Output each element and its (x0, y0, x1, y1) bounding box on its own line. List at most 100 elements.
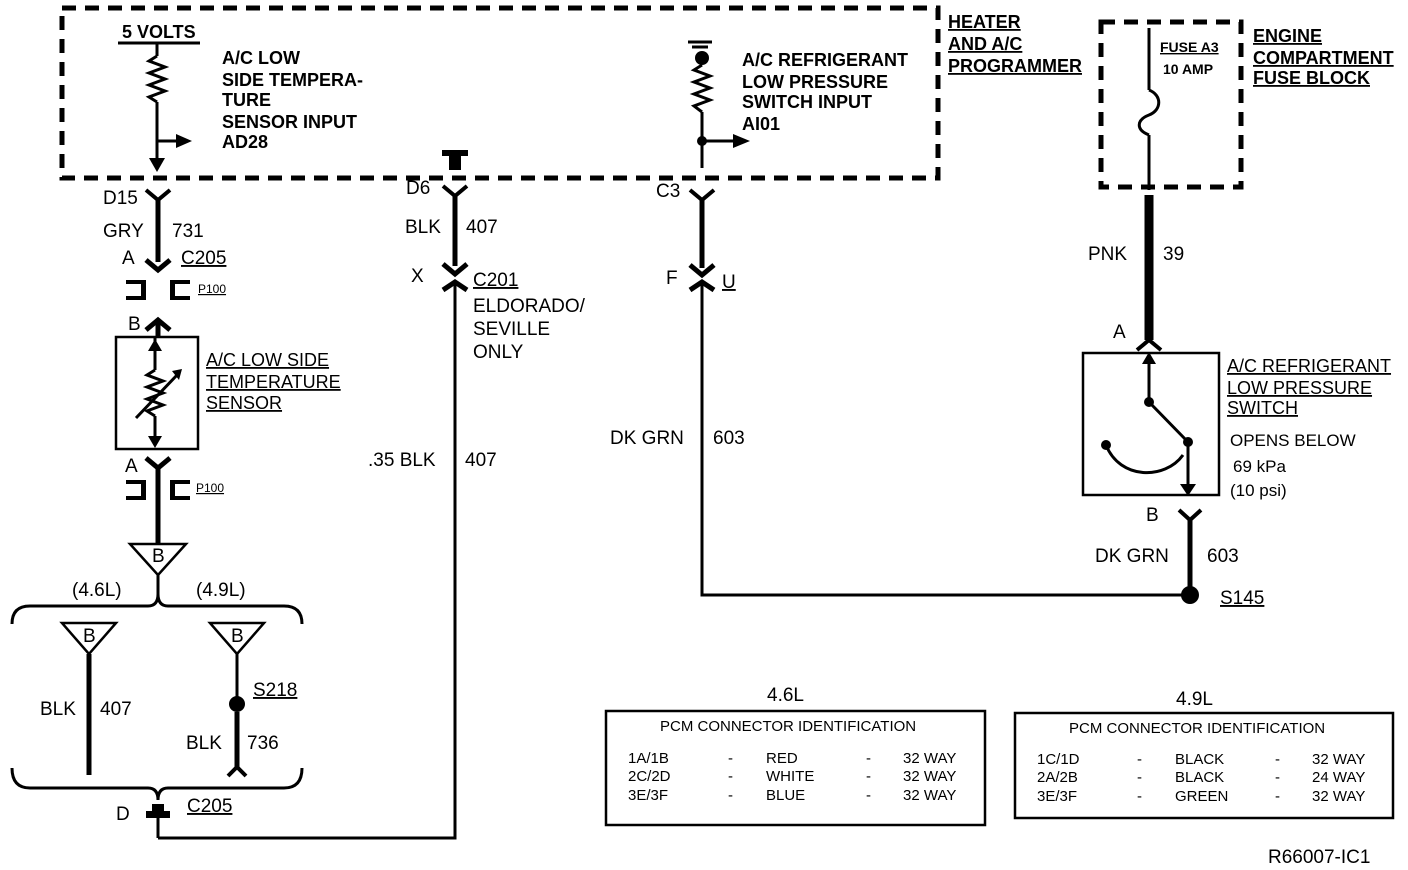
sensor-arrow-top (148, 339, 162, 351)
pressure-node-top (695, 51, 709, 65)
table-cell: - (866, 787, 871, 804)
temp-input-1: A/C LOW (222, 48, 300, 68)
splice-s145-label: S145 (1220, 588, 1264, 609)
switch-note-1: OPENS BELOW (1230, 431, 1356, 450)
table-cell: 3E/3F (1037, 788, 1077, 805)
d6-pin-label: D6 (406, 178, 430, 199)
table-cell: - (1137, 751, 1142, 768)
d15-connector (144, 188, 172, 203)
p100b-label: P100 (196, 481, 224, 495)
fuse-block-outline (1098, 19, 1244, 190)
table-4-9-row: 2A/2B - BLACK - 24 WAY (1037, 769, 1365, 786)
fuse-rating: 10 AMP (1163, 61, 1213, 77)
blk-lower-color: .35 BLK (368, 450, 436, 471)
sensor-pin-a: A (125, 456, 138, 477)
d6-wire-color: BLK (405, 217, 441, 238)
fuse-block-title-1: ENGINE (1253, 26, 1322, 46)
table-cell: - (728, 750, 733, 767)
switch-lead-bottom-arrow (1180, 484, 1196, 496)
c205-label: C205 (181, 248, 226, 269)
temp-input-arrow (176, 134, 192, 148)
switch-wire-color: DK GRN (1095, 546, 1169, 567)
table-4-6-row: 2C/2D - WHITE - 32 WAY (628, 768, 956, 785)
table-4-6-header: PCM CONNECTOR IDENTIFICATION (660, 718, 916, 735)
c205-pin-b: B (128, 314, 141, 335)
pressure-input-1: A/C REFRIGERANT (742, 50, 908, 70)
table-cell: RED (766, 750, 798, 767)
d6-wire-circuit: 407 (466, 217, 498, 238)
table-4-9-box (1013, 711, 1395, 820)
pullup-arrow (149, 158, 165, 172)
c205-d-connector (146, 804, 170, 818)
variant-brace-bottom (10, 767, 304, 801)
switch-wire-circuit: 603 (1207, 546, 1239, 567)
wire-pnk-color: PNK (1088, 244, 1127, 265)
right-wire-color: BLK (186, 733, 222, 754)
pressure-input-arrow (733, 134, 750, 148)
f-connector-top (688, 263, 716, 279)
temp-input-5: AD28 (222, 132, 268, 152)
table-cell: 24 WAY (1312, 769, 1365, 786)
programmer-title-3: PROGRAMMER (948, 56, 1082, 76)
fuse-element (1137, 88, 1161, 137)
temp-input-3: TURE (222, 90, 271, 110)
right-wire-circuit: 736 (247, 733, 279, 754)
fuse-block-title-3: FUSE BLOCK (1253, 68, 1370, 88)
pressure-input-3: SWITCH INPUT (742, 92, 872, 112)
wire-blk-407 (158, 284, 457, 840)
switch-connector-b (1177, 508, 1203, 523)
sensor-variable-arrow (134, 372, 180, 420)
switch-name-2: LOW PRESSURE (1227, 378, 1372, 398)
pressure-input-4: AI01 (742, 114, 780, 134)
dkgrn-circuit-label: 603 (713, 428, 745, 449)
f-connector-bottom (688, 278, 716, 293)
blk-lower-circuit: 407 (465, 450, 497, 471)
table-cell: BLUE (766, 787, 805, 804)
switch-blade (1147, 400, 1190, 444)
table-cell: - (1275, 788, 1280, 805)
table-cell: 1A/1B (628, 750, 669, 767)
ground-triangle-left-label: B (83, 626, 96, 647)
c201-label: C201 (473, 270, 518, 291)
x-pin-label: X (411, 266, 424, 287)
middle-ground-plate (442, 150, 468, 156)
f-pin-label: F (666, 268, 678, 289)
c201-note-2: SEVILLE (473, 319, 550, 340)
supply-label: 5 VOLTS (122, 22, 196, 42)
splice-s145 (1181, 586, 1199, 604)
sensor-resistor (142, 368, 168, 418)
p100-left-bracket (126, 280, 146, 300)
table-cell: - (1137, 788, 1142, 805)
table-cell: 3E/3F (628, 787, 668, 804)
table-4-6-box (604, 709, 987, 827)
figure-id: R66007-IC1 (1268, 847, 1370, 868)
c205-pin-a: A (122, 248, 135, 269)
switch-travel-arc (1104, 444, 1185, 475)
switch-pin-b: B (1146, 505, 1159, 526)
table-4-9-engine: 4.9L (1176, 689, 1213, 710)
blk-736-end (226, 764, 248, 778)
sensor-arrow-bottom (148, 436, 162, 448)
table-cell: - (1275, 751, 1280, 768)
table-4-6-engine: 4.6L (767, 685, 804, 706)
pressure-resistor (689, 63, 715, 114)
fuse-name: FUSE A3 (1160, 39, 1219, 55)
table-cell: BLACK (1175, 751, 1224, 768)
table-cell: - (866, 768, 871, 785)
table-cell: 32 WAY (1312, 751, 1365, 768)
table-4-9-row: 1C/1D - BLACK - 32 WAY (1037, 751, 1365, 768)
wire-pnk-circuit: 39 (1163, 244, 1184, 265)
variant-b-label: (4.9L) (196, 580, 246, 601)
left-wire-circuit: 407 (100, 699, 132, 720)
switch-note-2: 69 kPa (1233, 457, 1286, 476)
table-cell: - (866, 750, 871, 767)
switch-pin-a: A (1113, 322, 1126, 343)
table-cell: 32 WAY (903, 787, 956, 804)
table-4-9-header: PCM CONNECTOR IDENTIFICATION (1069, 720, 1325, 737)
pullup-resistor (144, 54, 170, 104)
switch-connector-a (1135, 337, 1163, 352)
sensor-variable-head (172, 369, 182, 380)
table-cell: - (1137, 769, 1142, 786)
table-cell: GREEN (1175, 788, 1228, 805)
fuse-block-title-2: COMPARTMENT (1253, 48, 1394, 68)
